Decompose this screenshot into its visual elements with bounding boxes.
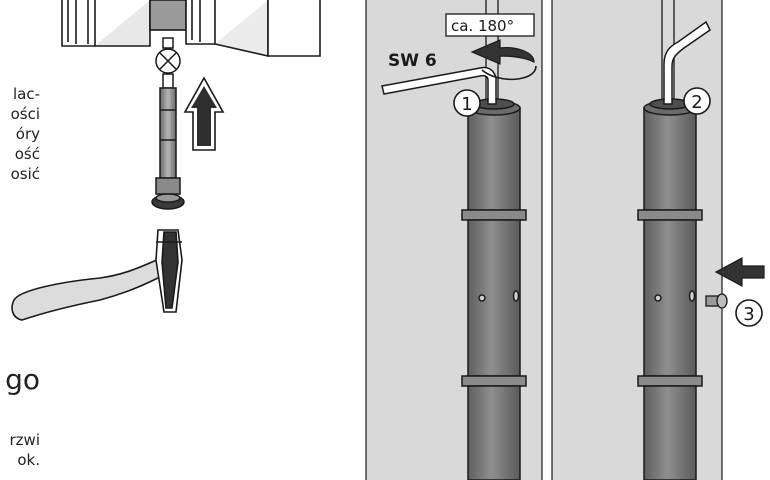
section-heading-fragment: go	[5, 363, 40, 396]
text-fragment: ości	[10, 105, 40, 123]
step-marker-1	[453, 89, 481, 117]
arrow-left-icon	[714, 256, 765, 288]
hex-wrench-icon	[381, 66, 497, 105]
text-fragment: ość	[14, 145, 40, 163]
step-panel-2: 2 3	[551, 0, 765, 480]
hinge-pin	[151, 37, 185, 210]
screw-icon	[705, 293, 728, 309]
rotation-arrow-icon	[470, 39, 537, 81]
step-number-3: 3	[743, 304, 754, 325]
text-fragment: rzwi	[9, 431, 40, 449]
door-frame-profile	[61, 0, 321, 58]
left-text-block: lac- ości óry ość osić	[0, 84, 40, 184]
text-fragment: ok.	[17, 451, 40, 469]
step-marker-3	[735, 299, 763, 327]
hammer-icon	[11, 229, 183, 321]
bottom-text-block: rzwi ok.	[0, 430, 40, 470]
step-number-2: 2	[691, 92, 702, 113]
step-marker-2	[683, 87, 711, 115]
hinge-barrel	[637, 98, 703, 480]
rotation-angle-label: ca. 180°	[451, 17, 514, 35]
step-panel-1: ca. 180° SW 6 1	[365, 0, 543, 480]
hex-wrench-icon	[663, 20, 711, 105]
text-fragment: lac-	[12, 85, 40, 103]
hinge-pin-insertion-figure	[11, 0, 321, 321]
hinge-barrel	[461, 98, 527, 480]
step-number-1: 1	[461, 94, 472, 115]
wrench-size-label: SW 6	[388, 51, 437, 71]
text-fragment: osić	[10, 165, 40, 183]
text-fragment: óry	[15, 125, 40, 143]
